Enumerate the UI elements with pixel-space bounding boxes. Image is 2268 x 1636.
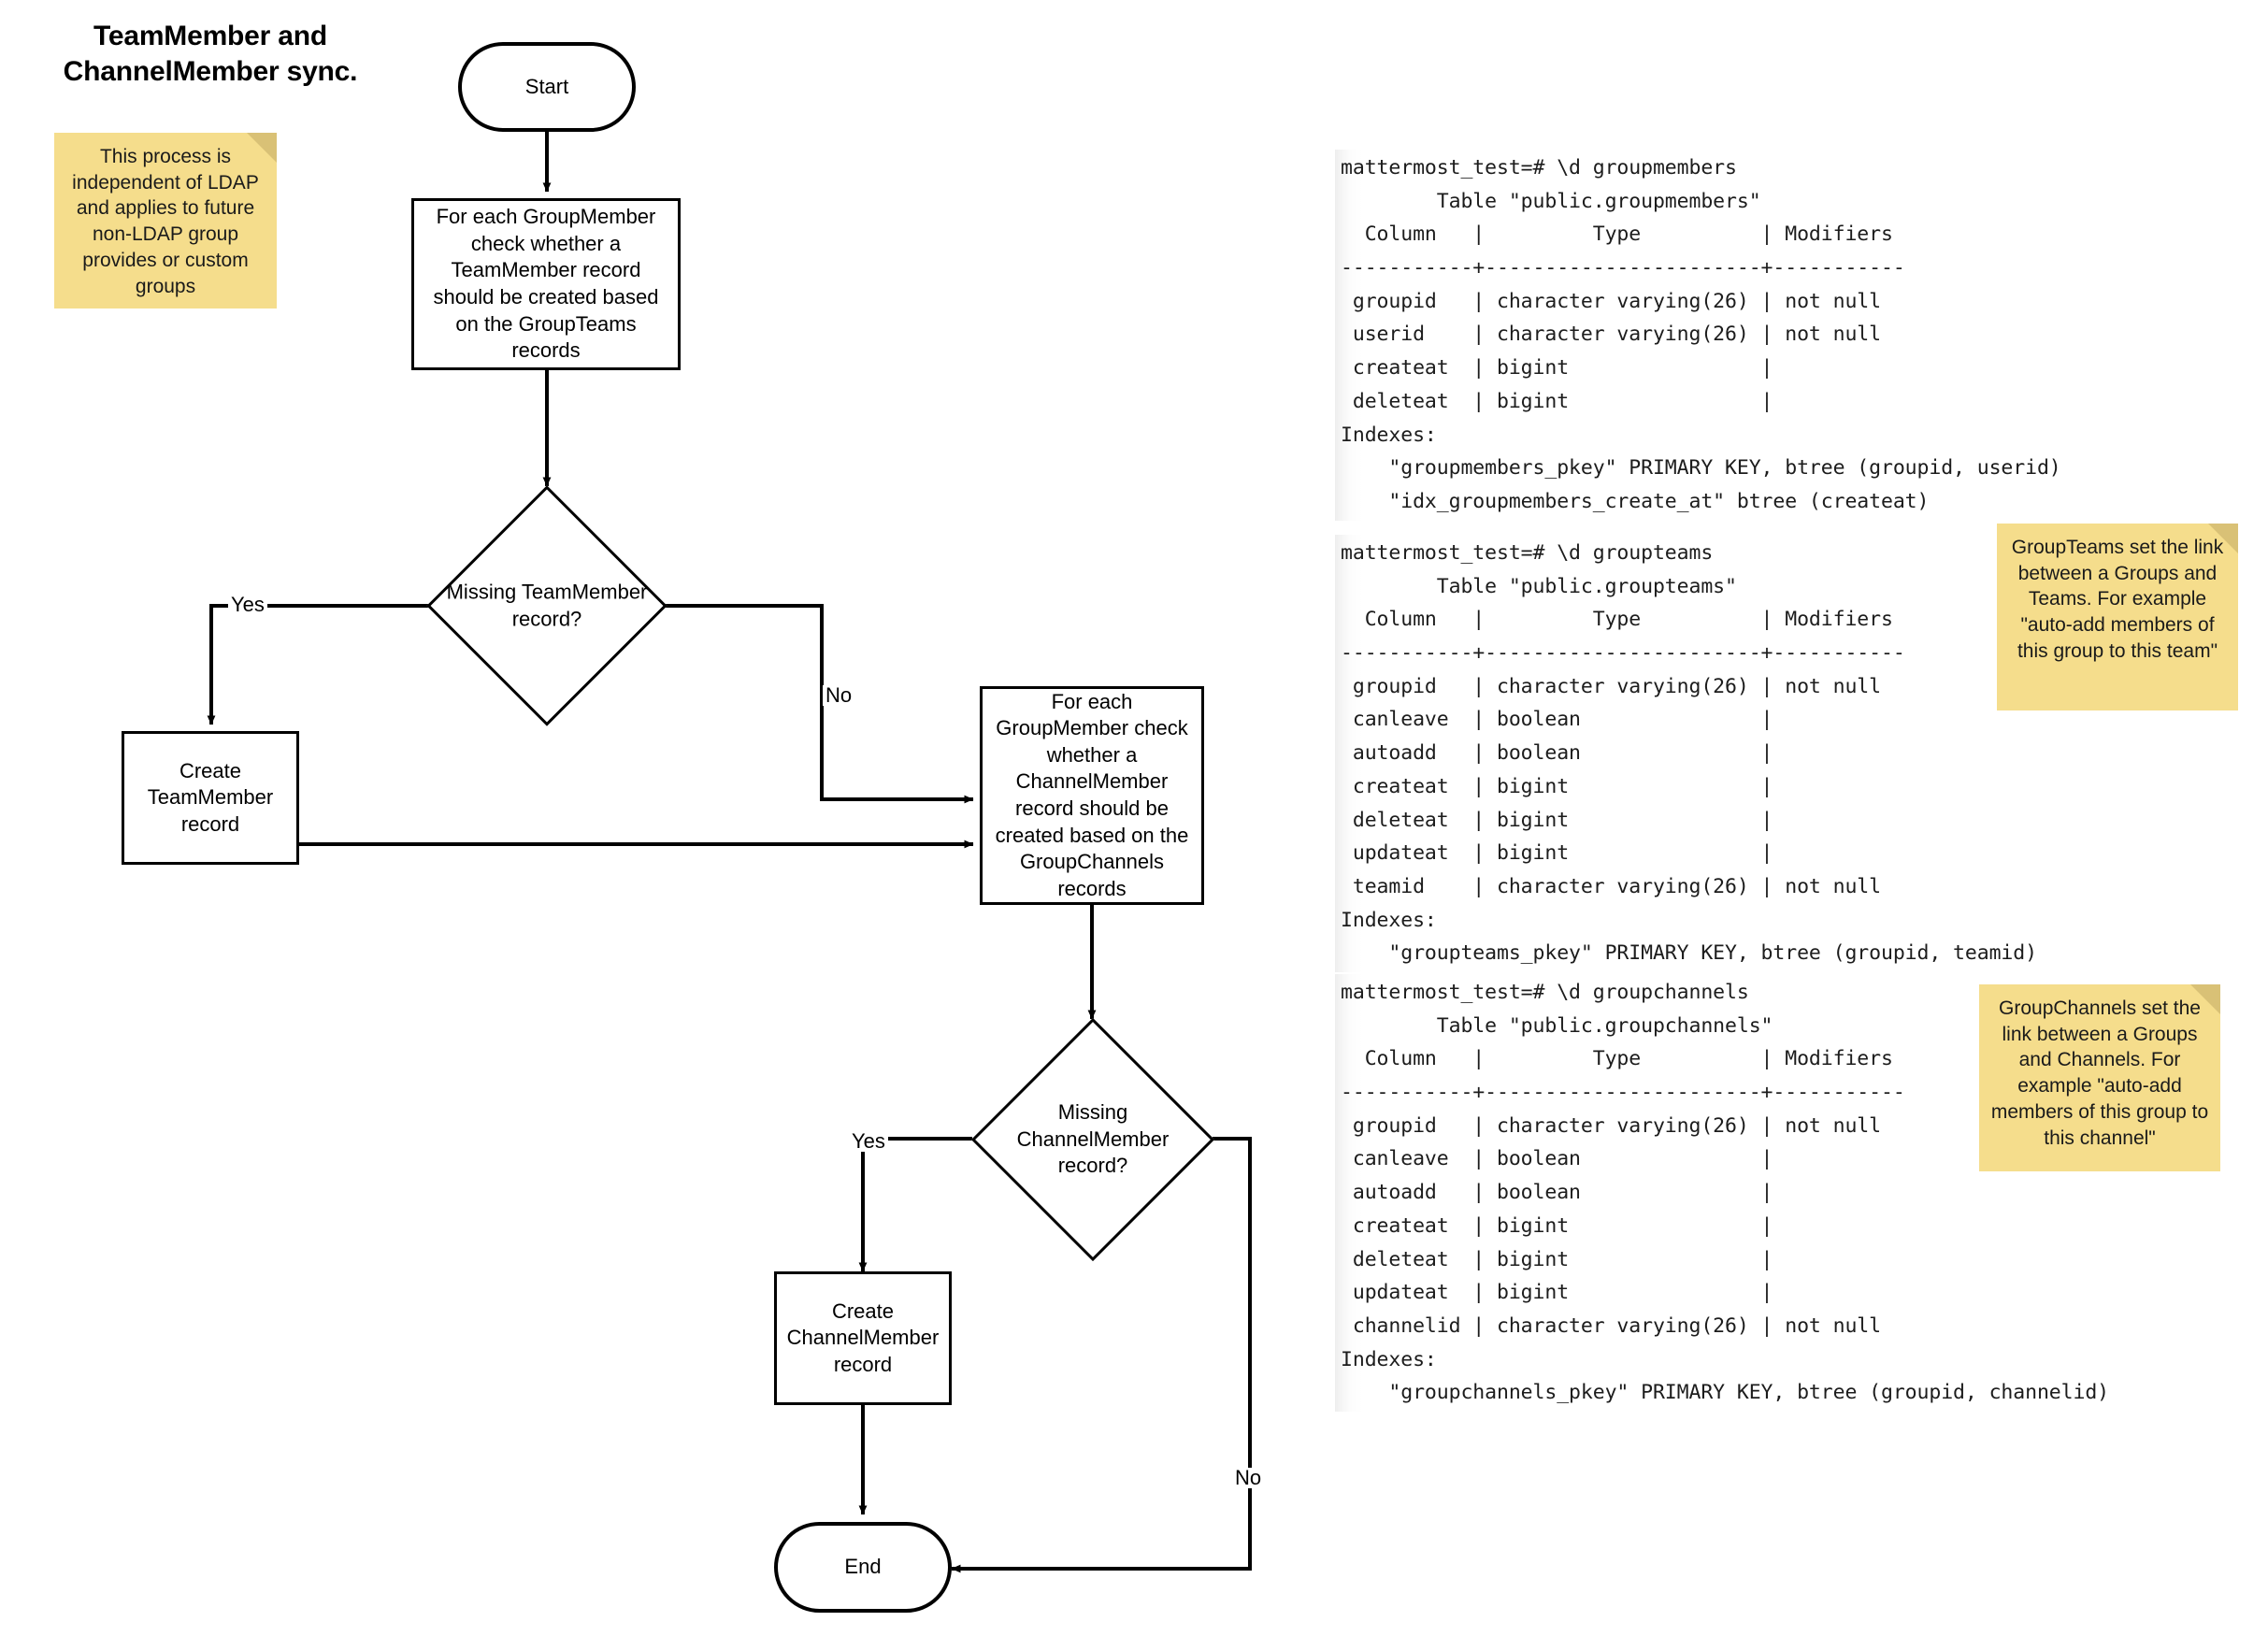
terminal-groupteams: mattermost_test=# \d groupteams Table "p… (1335, 535, 2238, 972)
node-decision-channel-member[interactable]: Missing ChannelMember record? (970, 1017, 1215, 1262)
note-groupchannels: GroupChannels set the link between a Gro… (1979, 984, 2224, 1176)
note-groupteams-text: GroupTeams set the link between a Groups… (2011, 537, 2224, 662)
note-ldap: This process is independent of LDAP and … (54, 133, 280, 313)
node-start[interactable]: Start (458, 42, 636, 132)
edge-decision-channel-yes (858, 1137, 972, 1272)
edge-decision-team-yes (207, 604, 439, 725)
node-start-label: Start (524, 74, 569, 98)
note-groupteams: GroupTeams set the link between a Groups… (1997, 524, 2242, 715)
edge-decision-team-no (654, 604, 974, 804)
node-end-label: End (844, 1555, 882, 1579)
terminal-groupmembers: mattermost_test=# \d groupmembers Table … (1335, 150, 2238, 521)
node-end[interactable]: End (774, 1522, 952, 1613)
node-decision-team-member[interactable]: Missing TeamMember record? (426, 484, 667, 727)
edge-label-channel-no: No (1232, 1468, 1265, 1488)
note-groupchannels-text: GroupChannels set the link between a Gro… (1990, 997, 2209, 1149)
node-process-teams[interactable]: For each GroupMember check whether a Tea… (411, 198, 681, 370)
node-create-channel-member[interactable]: Create ChannelMember record (774, 1271, 952, 1405)
node-decision-channel-member-label: Missing ChannelMember record? (1016, 1100, 1170, 1178)
node-create-team-member-label: Create TeamMember record (147, 758, 274, 836)
node-create-channel-member-label: Create ChannelMember record (786, 1299, 940, 1376)
edge-label-team-yes: Yes (228, 595, 267, 615)
page-title: TeamMember and ChannelMember sync. (63, 21, 358, 88)
terminal-groupchannels: mattermost_test=# \d groupchannels Table… (1335, 974, 2238, 1412)
edge-label-team-no: No (823, 685, 855, 706)
node-process-channels-label: For each GroupMember check whether a Cha… (995, 689, 1189, 900)
node-process-channels[interactable]: For each GroupMember check whether a Cha… (980, 686, 1204, 905)
node-create-team-member[interactable]: Create TeamMember record (122, 731, 299, 865)
node-process-teams-label: For each GroupMember check whether a Tea… (433, 205, 659, 363)
edge-label-channel-yes: Yes (849, 1131, 888, 1152)
node-decision-team-member-label: Missing TeamMember record? (446, 580, 648, 630)
note-ldap-text: This process is independent of LDAP and … (72, 146, 259, 297)
